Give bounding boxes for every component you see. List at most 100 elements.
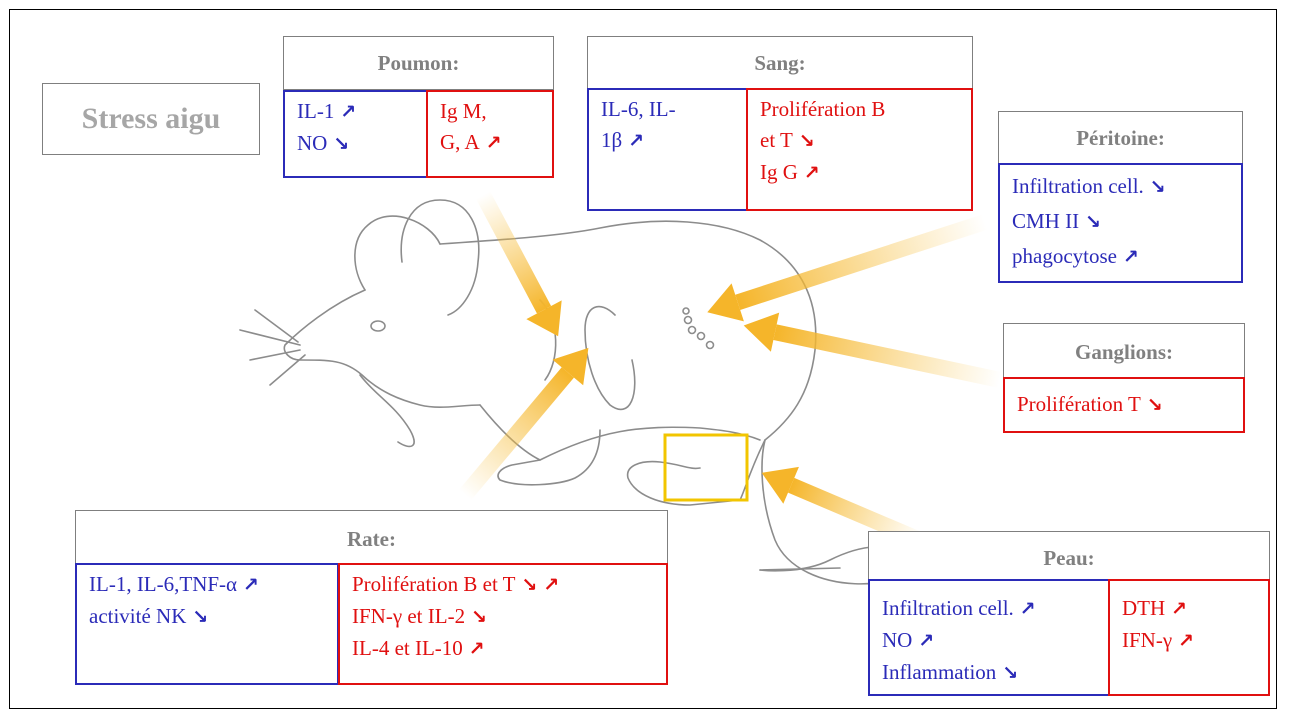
arrow-down-icon: ↘	[192, 606, 209, 628]
mouse-whiskers	[239, 309, 306, 386]
marker-text: Prolifération B et T	[352, 572, 516, 596]
marker-line: IL-1, IL-6,TNF-α↗	[89, 569, 325, 601]
arrow-down-icon: ↘	[1149, 176, 1166, 198]
mouse-ear-front	[400, 199, 480, 316]
marker-line: CMH II↘	[1012, 204, 1229, 239]
marker-line: DTH↗	[1122, 593, 1256, 625]
arrow-down-icon: ↘	[1146, 394, 1163, 416]
lymph-node	[705, 340, 715, 350]
marker-text: Infiltration cell.	[882, 596, 1014, 620]
marker-line: IL-4 et IL-10↗	[352, 633, 654, 665]
marker-line: IL-1↗	[297, 96, 414, 128]
marker-text: Infiltration cell.	[1012, 174, 1144, 198]
marker-text: IL-1, IL-6,TNF-α	[89, 572, 238, 596]
marker-line: Ig G↗	[760, 157, 959, 189]
marker-line: activité NK↘	[89, 601, 325, 633]
marker-text: IL-6, IL-	[601, 97, 676, 121]
marker-line: NO↗	[882, 625, 1097, 657]
marker-text: Inflammation	[882, 660, 997, 684]
arrow-poumon	[475, 191, 562, 337]
marker-line: IFN-γ et IL-2↘	[352, 601, 654, 633]
marker-text: activité NK	[89, 604, 187, 628]
lymph-node	[687, 325, 697, 335]
rate-header: Rate:	[75, 510, 668, 566]
arrow-down-icon: ↘	[1002, 662, 1019, 684]
rate-humoral-box: Prolifération B et T↘↗IFN-γ et IL-2↘IL-4…	[338, 563, 668, 685]
arrow-up-icon: ↗	[803, 162, 820, 184]
marker-line: Ig M,	[440, 96, 540, 127]
arrow-up-icon: ↗	[243, 574, 259, 596]
marker-line: G, A↗	[440, 127, 540, 159]
skin-highlight-box	[663, 433, 749, 502]
arrow-up-icon: ↗	[1171, 598, 1188, 620]
marker-line: Prolifération T↘	[1017, 389, 1231, 421]
marker-text: et T	[760, 128, 793, 152]
arrow-up-icon: ↗	[628, 130, 645, 152]
pointer-arrows	[458, 191, 1002, 548]
marker-text: DTH	[1122, 596, 1166, 620]
arrow-ganglions	[743, 312, 1002, 388]
marker-text: IFN-γ	[1122, 628, 1173, 652]
marker-text: IFN-γ et IL-2	[352, 604, 466, 628]
sang-header: Sang:	[587, 36, 973, 90]
arrow-down-icon: ↘	[1085, 211, 1102, 233]
arrow-peau	[761, 466, 924, 548]
mouse-chin	[359, 374, 415, 448]
marker-text: Ig M,	[440, 99, 487, 123]
lymph-node	[683, 315, 693, 325]
arrow-down-icon: ↘	[521, 574, 538, 596]
arrow-up-icon: ↗	[918, 630, 935, 652]
arrow-down-icon: ↘	[471, 606, 488, 628]
marker-line: IFN-γ↗	[1122, 625, 1256, 657]
mouse-eye	[370, 320, 386, 332]
arrow-up-icon: ↗	[1122, 246, 1139, 268]
marker-line: et T↘	[760, 125, 959, 157]
marker-text: Prolifération T	[1017, 392, 1141, 416]
marker-line: Prolifération B et T↘↗	[352, 569, 654, 601]
arrow-up-icon: ↗	[468, 638, 485, 660]
lymph-node	[682, 307, 690, 315]
marker-line: Prolifération B	[760, 94, 959, 125]
marker-text: NO	[297, 131, 328, 155]
arrow-rate	[458, 347, 589, 501]
mouse-belly	[539, 426, 761, 461]
diagram-frame	[9, 9, 1277, 709]
marker-line: IL-6, IL-	[601, 94, 735, 125]
arrow-up-icon: ↗	[340, 101, 357, 123]
marker-text: NO	[882, 628, 913, 652]
peritoine-cellular-box: Infiltration cell.↘CMH II↘phagocytose↗	[998, 163, 1243, 283]
ganglions-humoral-box: Prolifération T↘	[1003, 377, 1245, 433]
mouse-tail-end	[759, 567, 841, 571]
arrow-down-icon: ↘	[333, 133, 350, 155]
mouse-forearm	[584, 305, 636, 411]
arrow-peritoine	[707, 214, 988, 322]
mouse-front-leg	[479, 404, 601, 486]
lymph-node	[696, 331, 706, 341]
poumon-humoral-box: Ig M, G, A↗	[426, 90, 554, 178]
marker-text: G, A	[440, 130, 480, 154]
mouse-head	[283, 289, 481, 408]
arrow-up-icon: ↗	[1178, 630, 1195, 652]
rate-cellular-box: IL-1, IL-6,TNF-α↗activité NK↘	[75, 563, 339, 685]
marker-line: Inflammation↘	[882, 657, 1097, 689]
page-title: Stress aigu	[42, 83, 260, 155]
mouse-ear-back	[354, 215, 441, 291]
arrow-up-icon: ↗	[1019, 598, 1036, 620]
peau-header: Peau:	[868, 531, 1270, 579]
sang-cellular-box: IL-6, IL- 1β↗	[587, 88, 749, 211]
marker-text: 1β	[601, 128, 623, 152]
marker-line: Infiltration cell.↗	[882, 593, 1097, 625]
marker-text: Ig G	[760, 160, 798, 184]
marker-line: phagocytose↗	[1012, 239, 1229, 274]
marker-line: Infiltration cell.↘	[1012, 169, 1229, 204]
peau-cellular-box: Infiltration cell.↗NO↗Inflammation↘	[868, 579, 1111, 696]
poumon-cellular-box: IL-1↗NO↘	[283, 90, 428, 178]
mouse-hind-leg	[626, 439, 766, 506]
marker-text: phagocytose	[1012, 244, 1117, 268]
marker-line: NO↘	[297, 128, 414, 160]
marker-text: CMH II	[1012, 209, 1080, 233]
poumon-header: Poumon:	[283, 36, 554, 90]
marker-text: IL-4 et IL-10	[352, 636, 463, 660]
marker-text: IL-1	[297, 99, 335, 123]
